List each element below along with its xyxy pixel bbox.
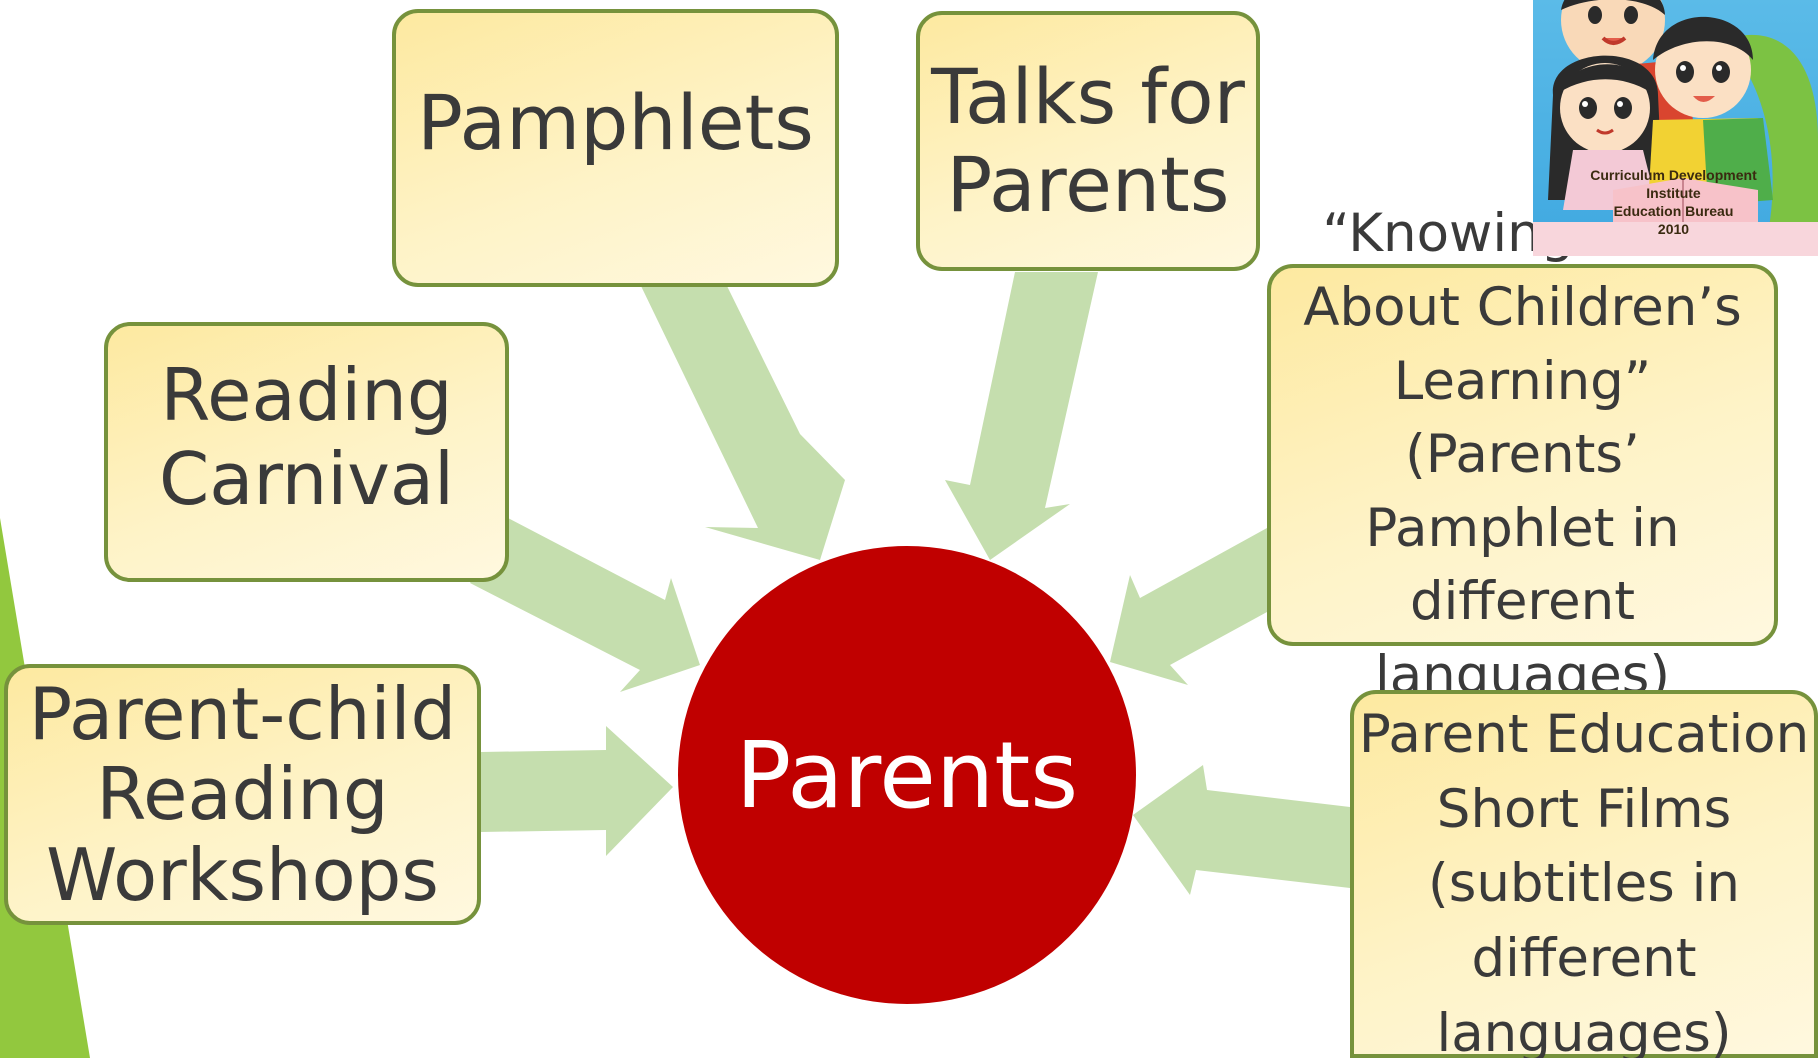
node-knowing-line: Learning” (Parents’ — [1393, 350, 1652, 486]
node-carnival-line: Reading — [160, 353, 453, 438]
node-short-films: Parent Education Short Films (subtitles … — [1350, 690, 1818, 1058]
center-parents-label: Parents — [735, 721, 1079, 829]
node-pamphlets-line: Pamphlets — [417, 78, 814, 167]
node-films-line: Parent Education — [1358, 704, 1810, 765]
logo-caption: Curriculum Development Institute Educati… — [1581, 167, 1766, 239]
node-carnival-line: Carnival — [158, 437, 455, 521]
node-workshops-line: Reading — [96, 752, 389, 837]
node-films-line: different — [1471, 928, 1697, 990]
arrow-workshops — [481, 726, 673, 856]
node-knowing-line: Pamphlet in — [1365, 497, 1680, 559]
arrow-talks — [945, 272, 1098, 560]
logo-caption-line: 2010 — [1657, 220, 1690, 237]
cdi-logo-illustration: Curriculum Development Institute Educati… — [1533, 0, 1818, 256]
logo-caption-line: Education Bureau — [1613, 202, 1734, 219]
node-knowing-text: “Knowing More About Children’s Learning”… — [1271, 197, 1774, 713]
node-films-line: languages) — [1436, 1002, 1732, 1058]
node-knowing-more-pamphlet: “Knowing More About Children’s Learning”… — [1267, 203, 1778, 706]
arrow-films — [1133, 765, 1350, 895]
node-carnival-text: Reading Carnival — [159, 354, 454, 521]
node-talks-for-parents: Talks for Parents — [916, 11, 1260, 271]
node-films-line: (subtitles in — [1428, 853, 1740, 915]
node-films-line: Short Films — [1436, 778, 1732, 840]
logo-caption-line: Curriculum Development Institute — [1590, 167, 1757, 201]
cartoon-children-icon — [1533, 0, 1818, 256]
center-parents-circle: Parents — [678, 546, 1136, 1004]
arrow-pamphlets — [641, 286, 845, 560]
node-films-text: Parent Education Short Films (subtitles … — [1359, 698, 1809, 1058]
node-pamphlets: Pamphlets — [392, 9, 839, 287]
node-reading-carnival: Reading Carnival — [104, 322, 509, 582]
node-talks-text: Talks for Parents — [931, 51, 1245, 229]
node-parent-child-workshops: Parent-child Reading Workshops — [4, 664, 481, 925]
node-talks-line: Talks for — [931, 51, 1245, 141]
arrow-carnival — [470, 518, 700, 692]
node-knowing-line: About Children’s — [1303, 276, 1742, 338]
node-workshops-line: Parent-child — [28, 671, 457, 756]
node-workshops-line: Workshops — [46, 832, 439, 917]
node-workshops-text: Parent-child Reading Workshops — [28, 671, 457, 917]
node-pamphlets-text: Pamphlets — [417, 78, 814, 167]
arrow-knowing — [1110, 528, 1267, 685]
node-talks-line: Parents — [946, 140, 1230, 229]
